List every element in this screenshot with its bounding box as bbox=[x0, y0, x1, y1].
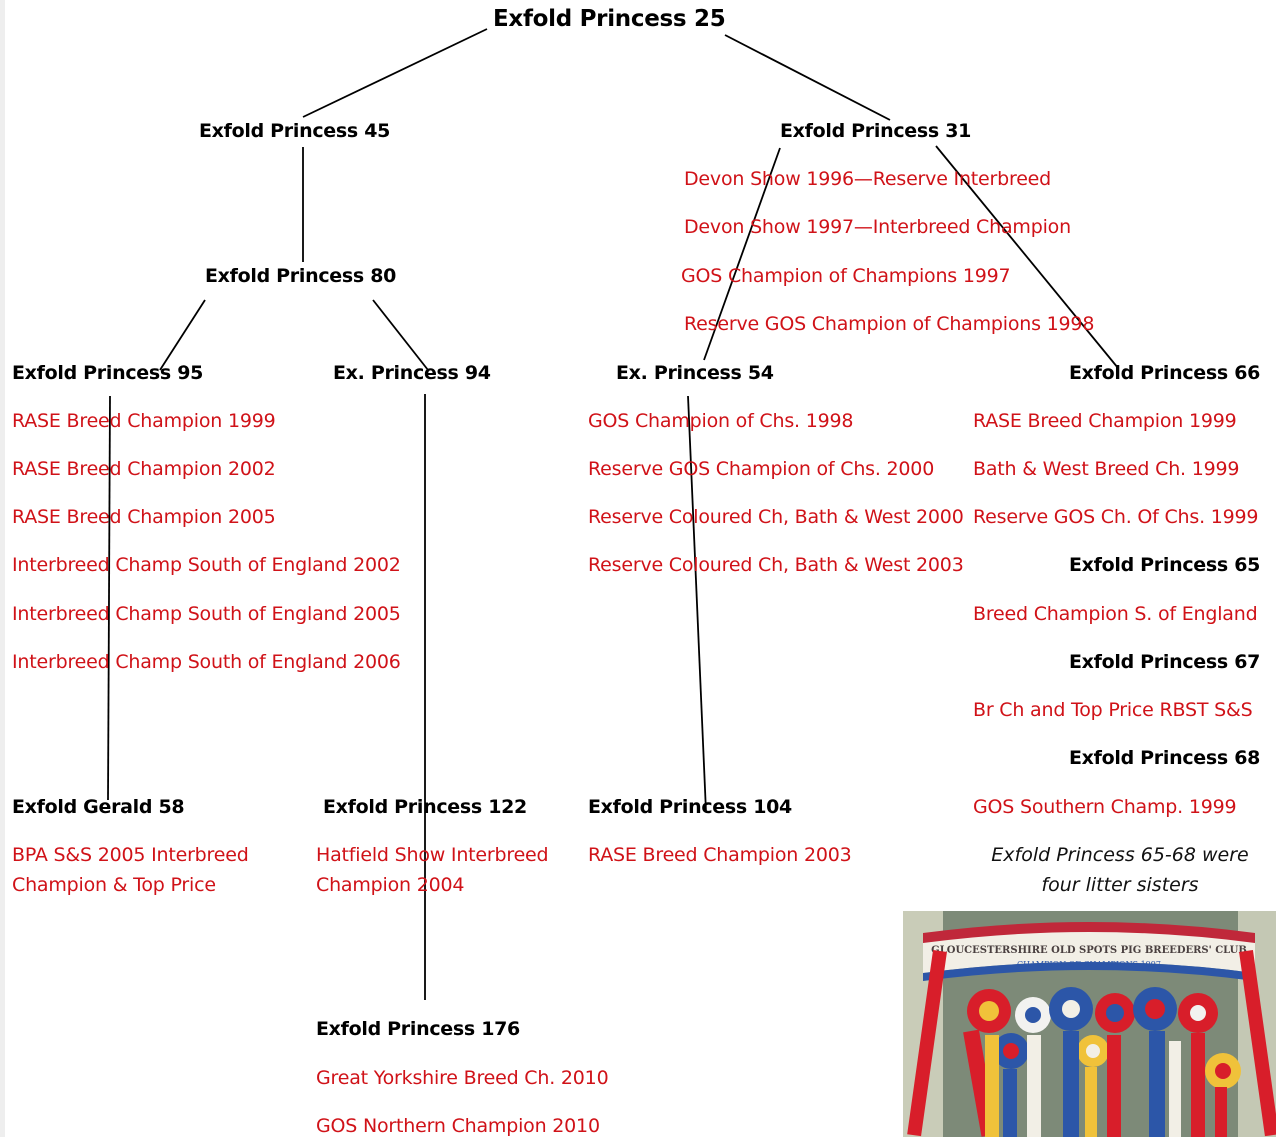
award-princess-68: GOS Southern Champ. 1999 bbox=[973, 796, 1237, 818]
node-princess-54: Ex. Princess 54 bbox=[616, 362, 774, 384]
award-31-3: Reserve GOS Champion of Champions 1998 bbox=[684, 313, 1095, 335]
node-princess-95: Exfold Princess 95 bbox=[12, 362, 204, 384]
award-66-0: RASE Breed Champion 1999 bbox=[973, 410, 1237, 432]
award-princess-65: Breed Champion S. of England bbox=[973, 603, 1258, 625]
node-princess-67: Exfold Princess 67 bbox=[1069, 651, 1261, 673]
award-176-0: Great Yorkshire Breed Ch. 2010 bbox=[316, 1067, 609, 1089]
award-31-2: GOS Champion of Champions 1997 bbox=[681, 265, 1011, 287]
node-princess-80: Exfold Princess 80 bbox=[205, 265, 397, 287]
award-54-0: GOS Champion of Chs. 1998 bbox=[588, 410, 854, 432]
line-31-to-66 bbox=[935, 145, 1119, 369]
award-66-1: Bath & West Breed Ch. 1999 bbox=[973, 458, 1240, 480]
award-176-1: GOS Northern Champion 2010 bbox=[316, 1115, 600, 1137]
node-princess-31: Exfold Princess 31 bbox=[780, 120, 972, 142]
root-node-label: Exfold Princess 25 bbox=[493, 6, 726, 32]
node-princess-122: Exfold Princess 122 bbox=[323, 796, 527, 818]
node-princess-68: Exfold Princess 68 bbox=[1069, 747, 1261, 769]
node-princess-45: Exfold Princess 45 bbox=[199, 120, 391, 142]
rosettes-photo-drawing: GLOUCESTERSHIRE OLD SPOTS PIG BREEDERS' … bbox=[903, 911, 1276, 1137]
line-95-to-gerald58 bbox=[107, 395, 111, 801]
line-31-to-54 bbox=[703, 147, 781, 361]
award-95-3: Interbreed Champ South of England 2002 bbox=[12, 554, 401, 576]
litter-sisters-note: Exfold Princess 65-68 were four litter s… bbox=[991, 844, 1249, 896]
award-54-3: Reserve Coloured Ch, Bath & West 2003 bbox=[588, 554, 964, 576]
award-95-4: Interbreed Champ South of England 2005 bbox=[12, 603, 401, 625]
line-25-to-45 bbox=[302, 28, 488, 118]
award-95-2: RASE Breed Champion 2005 bbox=[12, 506, 276, 528]
line-25-to-31 bbox=[724, 34, 891, 121]
node-princess-94: Ex. Princess 94 bbox=[333, 362, 491, 384]
award-princess-122: Hatfield Show Interbreed Champion 2004 bbox=[316, 844, 549, 896]
award-31-0: Devon Show 1996—Reserve Interbreed bbox=[684, 168, 1052, 190]
line-80-to-94 bbox=[372, 299, 429, 371]
award-54-1: Reserve GOS Champion of Chs. 2000 bbox=[588, 458, 935, 480]
line-80-to-95 bbox=[159, 299, 206, 371]
photo-banner-text-2: CHAMPION OF CHAMPIONS 1997 bbox=[1017, 960, 1161, 969]
rosettes-photo: GLOUCESTERSHIRE OLD SPOTS PIG BREEDERS' … bbox=[903, 911, 1276, 1137]
page-left-border bbox=[0, 0, 5, 1137]
award-gerald-58: BPA S&S 2005 Interbreed Champion & Top P… bbox=[12, 844, 249, 896]
award-66-2: Reserve GOS Ch. Of Chs. 1999 bbox=[973, 506, 1259, 528]
award-95-0: RASE Breed Champion 1999 bbox=[12, 410, 276, 432]
node-princess-65: Exfold Princess 65 bbox=[1069, 554, 1261, 576]
award-princess-104: RASE Breed Champion 2003 bbox=[588, 844, 852, 866]
node-gerald-58: Exfold Gerald 58 bbox=[12, 796, 185, 818]
award-54-2: Reserve Coloured Ch, Bath & West 2000 bbox=[588, 506, 964, 528]
line-54-to-104 bbox=[687, 395, 707, 813]
node-princess-176: Exfold Princess 176 bbox=[316, 1018, 520, 1040]
award-31-1: Devon Show 1997—Interbreed Champion bbox=[684, 216, 1071, 238]
node-princess-104: Exfold Princess 104 bbox=[588, 796, 792, 818]
award-princess-67: Br Ch and Top Price RBST S&S bbox=[973, 699, 1253, 721]
award-95-5: Interbreed Champ South of England 2006 bbox=[12, 651, 401, 673]
award-95-1: RASE Breed Champion 2002 bbox=[12, 458, 276, 480]
photo-banner-text-1: GLOUCESTERSHIRE OLD SPOTS PIG BREEDERS' … bbox=[931, 945, 1247, 956]
node-princess-66: Exfold Princess 66 bbox=[1069, 362, 1261, 384]
